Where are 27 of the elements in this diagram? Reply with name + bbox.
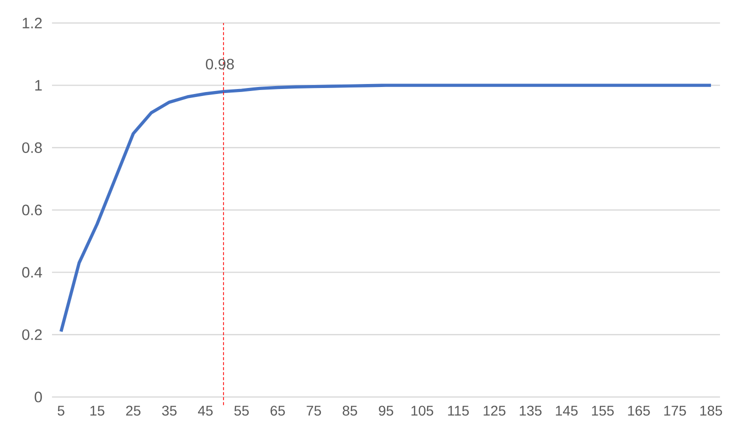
tick-label: 155 <box>592 406 614 416</box>
tick-label: 25 <box>126 406 140 416</box>
tick-label: 175 <box>664 406 686 416</box>
y-tick-label: 0.4 <box>22 267 42 278</box>
tick-label: 105 <box>412 406 434 416</box>
tick-label: 75 <box>306 406 321 416</box>
tick-label: 45 <box>198 406 213 416</box>
tick-label: 65 <box>270 406 285 416</box>
tick-label: 5 <box>58 406 64 416</box>
y-tick-label: 0.2 <box>22 329 42 340</box>
tick-label: 85 <box>342 406 358 416</box>
tick-label: 35 <box>162 406 177 416</box>
tick-label: 55 <box>234 406 249 416</box>
tick-label: 115 <box>448 406 469 416</box>
tick-label: 165 <box>628 406 650 416</box>
y-tick-label: 0.6 <box>22 204 42 216</box>
annotation: 0.98 <box>206 58 234 70</box>
y-tick-label: 0 <box>34 392 42 402</box>
tick-label: 125 <box>484 406 506 416</box>
y-tick-label: 1 <box>35 80 42 90</box>
tick-label: 135 <box>520 406 542 416</box>
tick-label: 95 <box>378 406 394 416</box>
y-tick-label: 1.2 <box>22 18 42 28</box>
tick-label: 15 <box>90 406 104 416</box>
y-tick-label: 0.8 <box>22 142 42 153</box>
tick-label: 185 <box>700 406 722 416</box>
tick-label: 145 <box>556 406 578 416</box>
